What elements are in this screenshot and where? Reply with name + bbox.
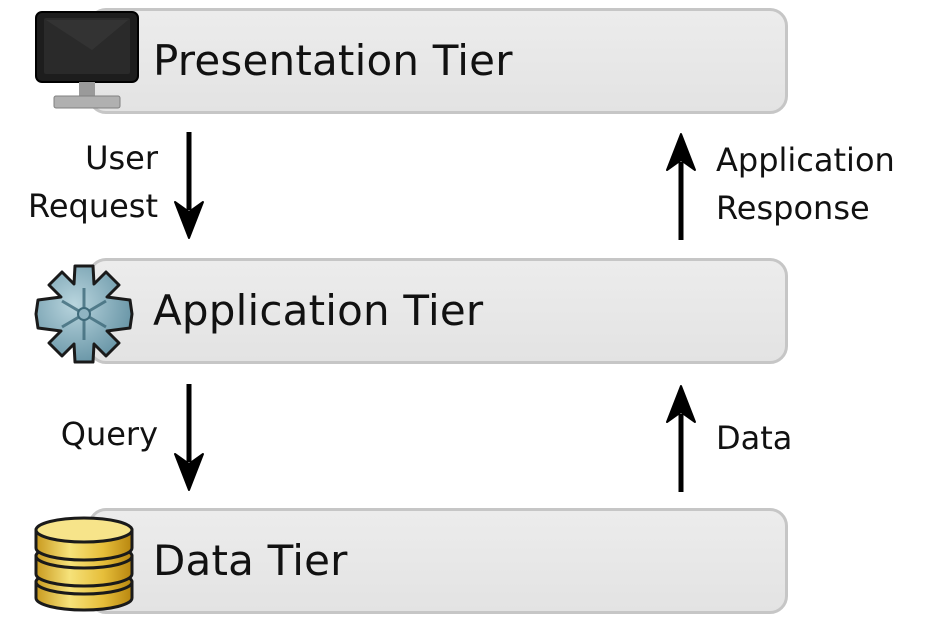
- application-response-line1: Application: [716, 141, 895, 179]
- application-response-label: Application Response: [716, 136, 895, 232]
- monitor-icon: [32, 10, 142, 112]
- presentation-tier-title: Presentation Tier: [153, 36, 513, 85]
- data-arrow: [664, 382, 698, 494]
- database-icon: [30, 510, 138, 614]
- query-label: Query: [60, 415, 158, 453]
- application-response-line2: Response: [716, 189, 870, 227]
- user-request-line1: User: [85, 139, 158, 177]
- application-tier: Application Tier: [88, 258, 788, 364]
- presentation-tier: Presentation Tier: [88, 8, 788, 114]
- gear-icon: [32, 262, 136, 366]
- user-request-arrow: [172, 130, 206, 242]
- data-tier: Data Tier: [88, 508, 788, 614]
- query-arrow: [172, 382, 206, 494]
- application-tier-title: Application Tier: [153, 286, 484, 335]
- application-response-arrow: [664, 130, 698, 242]
- data-label: Data: [716, 419, 793, 457]
- data-tier-title: Data Tier: [153, 536, 348, 585]
- user-request-label: User Request: [6, 134, 158, 230]
- user-request-line2: Request: [28, 187, 158, 225]
